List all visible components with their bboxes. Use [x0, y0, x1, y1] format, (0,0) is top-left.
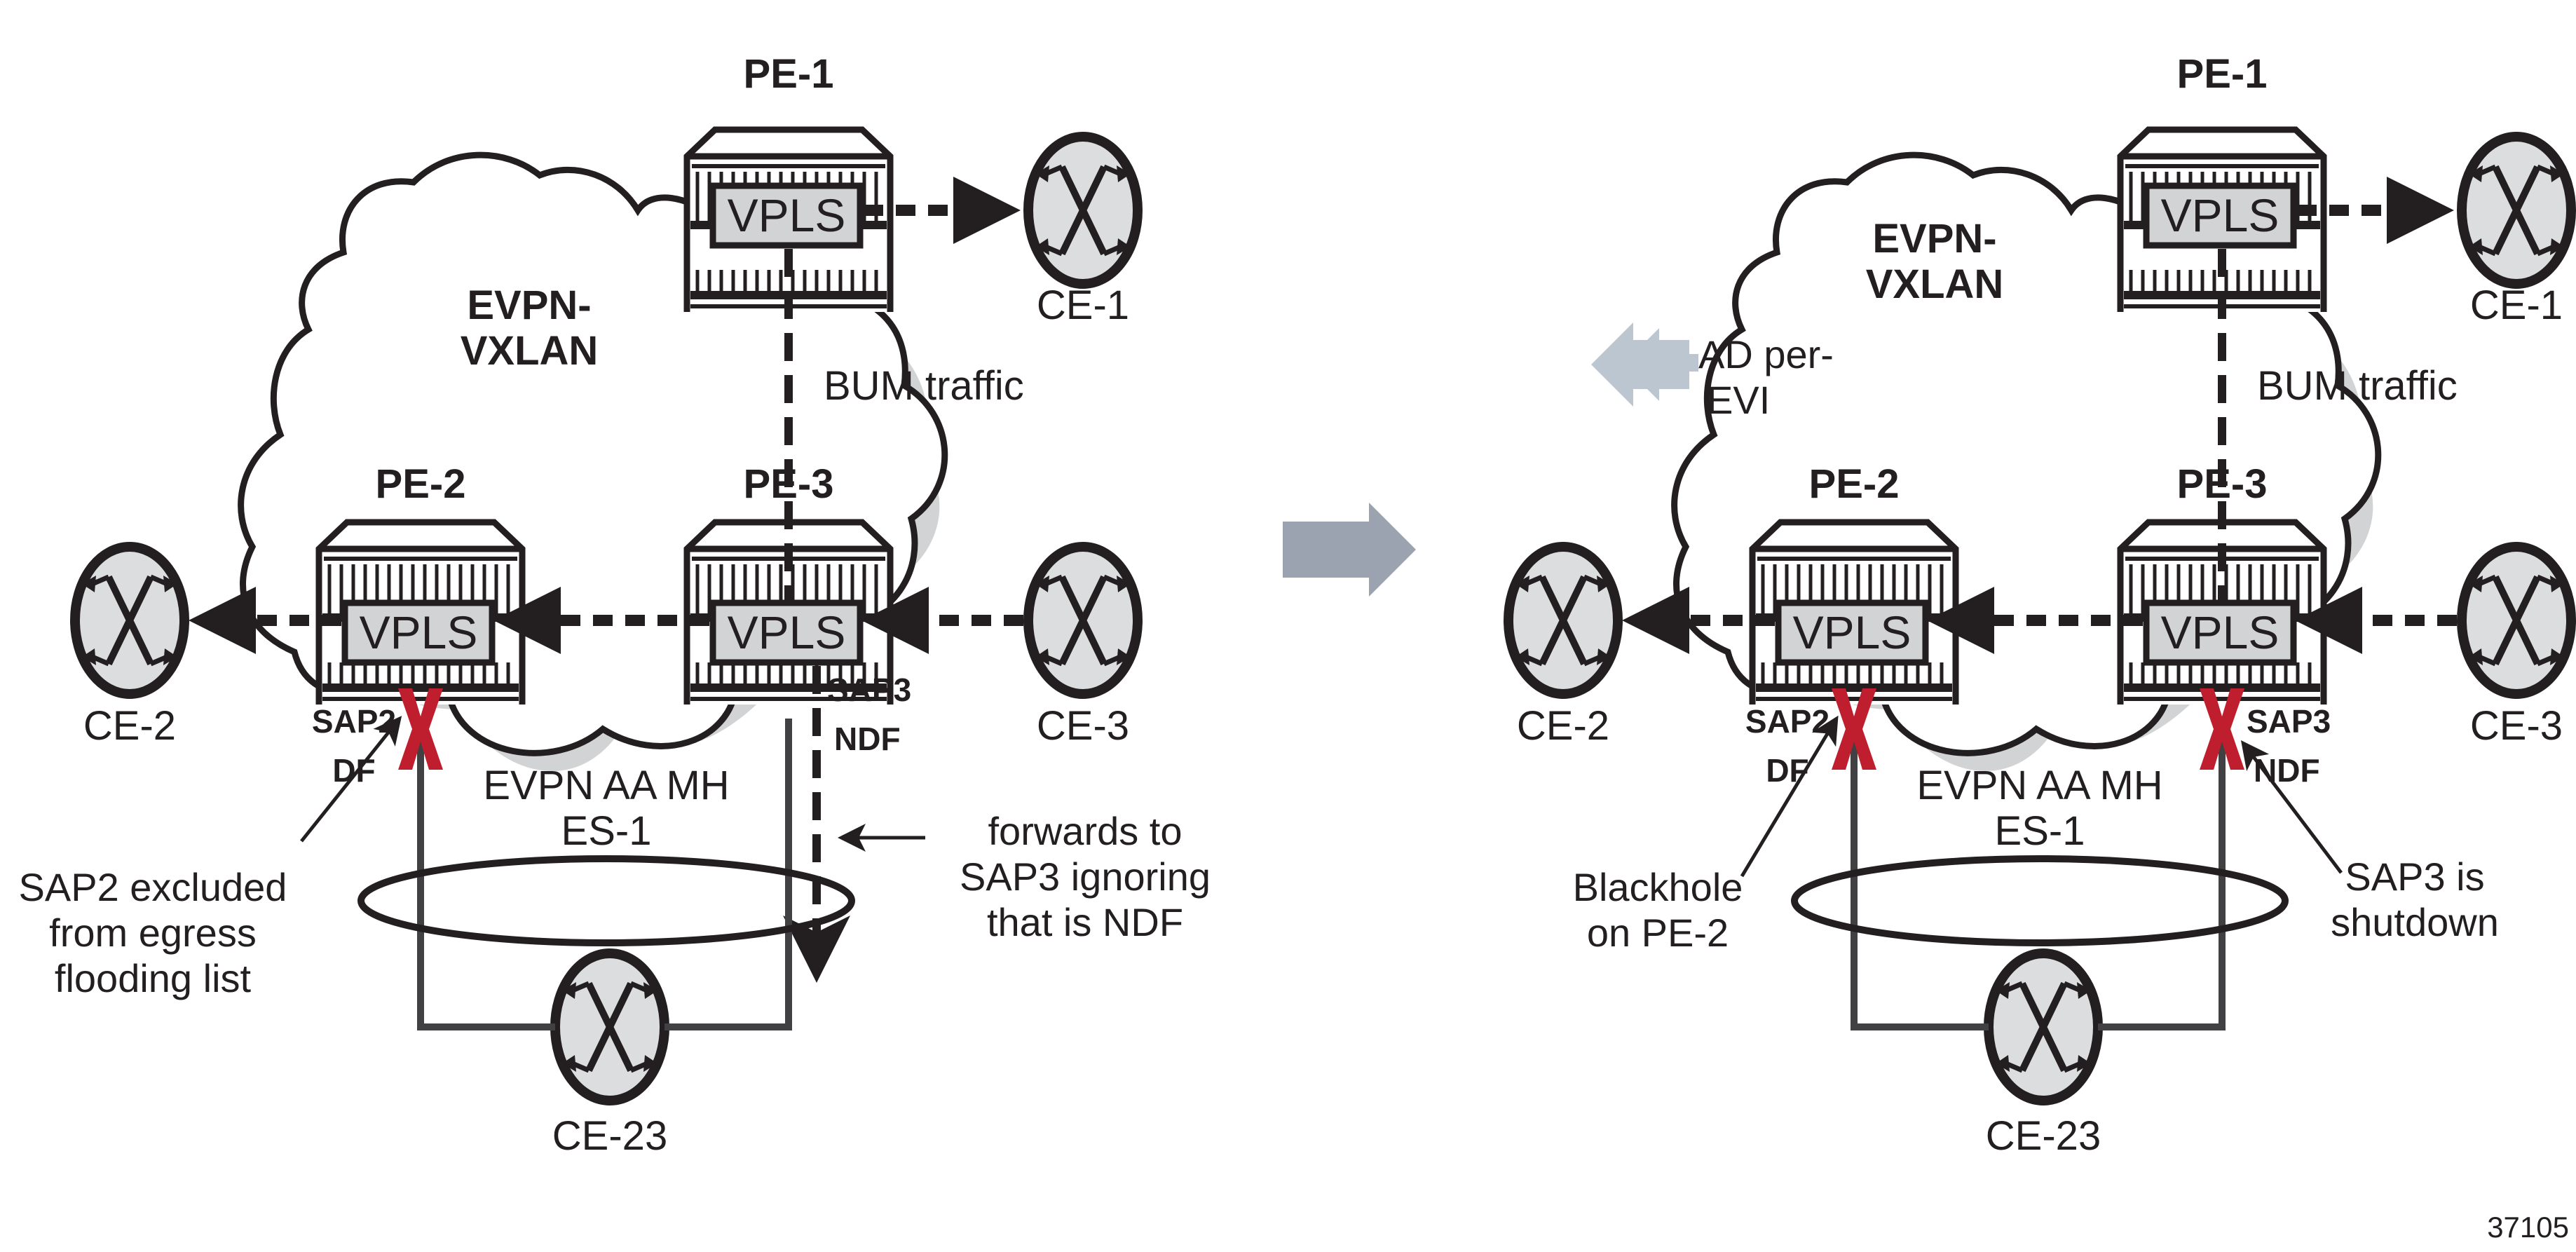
ce-label: CE-1 — [2470, 283, 2563, 328]
ce-2[interactable] — [75, 547, 184, 694]
sap2-role: DF — [1766, 752, 1808, 789]
cloud-label-line1: EVPN- — [1872, 216, 1996, 261]
link-pe3-ce23 — [2098, 719, 2226, 1030]
callout-left-line2: from egress — [49, 911, 257, 955]
cloud-label-line2: VXLAN — [461, 328, 599, 374]
sap2-label: SAP2 — [1745, 703, 1829, 740]
ce-label: CE-23 — [552, 1113, 667, 1159]
sap3-label: SAP3 — [2247, 703, 2331, 740]
ce-3[interactable] — [2462, 547, 2571, 694]
es-label-line2: ES-1 — [561, 808, 652, 854]
ce-label: CE-1 — [1037, 283, 1129, 328]
link-pe3-ce23 — [665, 719, 792, 1030]
vpls-pe-1: VPLS — [2143, 182, 2297, 249]
vpls-pe-2: VPLS — [341, 599, 496, 666]
vpls-pe-3: VPLS — [709, 599, 864, 666]
es-label-line2: ES-1 — [1995, 808, 2085, 854]
vpls-label: VPLS — [728, 606, 846, 658]
pe-label: PE-1 — [744, 51, 834, 97]
vpls-label: VPLS — [360, 606, 478, 658]
cloud-label-line1: EVPN- — [467, 283, 591, 328]
callout-right-line1: SAP3 is — [2345, 855, 2484, 899]
sap2-label: SAP2 — [312, 703, 396, 740]
ce-label: CE-23 — [1986, 1113, 2101, 1159]
ce-2[interactable] — [1508, 547, 1618, 694]
es-ring — [1791, 855, 2289, 946]
ce-1[interactable] — [1028, 137, 1138, 284]
callout-left-line3: flooding list — [55, 956, 252, 1000]
figure-number: 37105 — [2487, 1211, 2569, 1244]
callout-arrow-right — [2240, 740, 2343, 874]
vpls-label: VPLS — [2161, 606, 2279, 658]
ce-23[interactable] — [555, 953, 665, 1101]
link-pe2-ce23 — [1851, 719, 1989, 1030]
cloud-label-line2: VXLAN — [1866, 261, 2004, 307]
es-ring — [357, 855, 855, 946]
vpls-pe-3: VPLS — [2143, 599, 2297, 666]
callout-right-line1: forwards to — [988, 809, 1183, 853]
ce-label: CE-3 — [2470, 703, 2563, 749]
ce-1[interactable] — [2462, 137, 2571, 284]
bum-traffic-label: BUM traffic — [824, 363, 1024, 409]
vpls-pe-2: VPLS — [1775, 599, 1929, 666]
link-pe2-ce23 — [417, 719, 555, 1030]
callout-right-line3: that is NDF — [987, 900, 1183, 944]
sap3-label: SAP3 — [827, 672, 911, 708]
pe-label: PE-1 — [2177, 51, 2268, 97]
callout-right-line2: shutdown — [2331, 900, 2499, 944]
panel-before: VPLS VPLS VPLS PE-1 PE-2 PE-3 EVPN- VXLA… — [19, 51, 1211, 1159]
es-label-line1: EVPN AA MH — [1916, 763, 2162, 808]
callout-arrow-left — [300, 716, 402, 843]
ad-label-line1: AD per- — [1698, 332, 1834, 376]
callout-left-line1: SAP2 excluded — [19, 865, 287, 909]
sap3-role: NDF — [834, 721, 901, 757]
callout-arrow-left — [1740, 715, 1839, 878]
ad-label-line2: EVI — [1707, 378, 1770, 422]
ce-label: CE-2 — [83, 703, 176, 749]
ce-3[interactable] — [1028, 547, 1138, 694]
vpls-label: VPLS — [1793, 606, 1911, 658]
bum-traffic-label: BUM traffic — [2257, 363, 2458, 409]
pe-label: PE-2 — [1809, 461, 1900, 507]
vpls-label: VPLS — [728, 189, 846, 241]
vpls-label: VPLS — [2161, 189, 2279, 241]
pe-label: PE-2 — [376, 461, 466, 507]
callout-left-line2: on PE-2 — [1587, 911, 1729, 955]
callout-left-line1: Blackhole — [1573, 865, 1743, 909]
arrow-right-icon — [1283, 503, 1416, 597]
vpls-pe-1: VPLS — [709, 182, 864, 249]
es-label-line1: EVPN AA MH — [483, 763, 729, 808]
ce-23[interactable] — [1989, 953, 2098, 1101]
ce-label: CE-2 — [1517, 703, 1609, 749]
ad-per-evi-arrow-icon — [1591, 322, 1689, 407]
panel-after: VPLS VPLS VPLS PE-1 PE-2 PE-3 EVPN- VXLA… — [1508, 51, 2571, 1159]
ce-label: CE-3 — [1037, 703, 1129, 749]
callout-right-line2: SAP3 ignoring — [960, 855, 1211, 899]
